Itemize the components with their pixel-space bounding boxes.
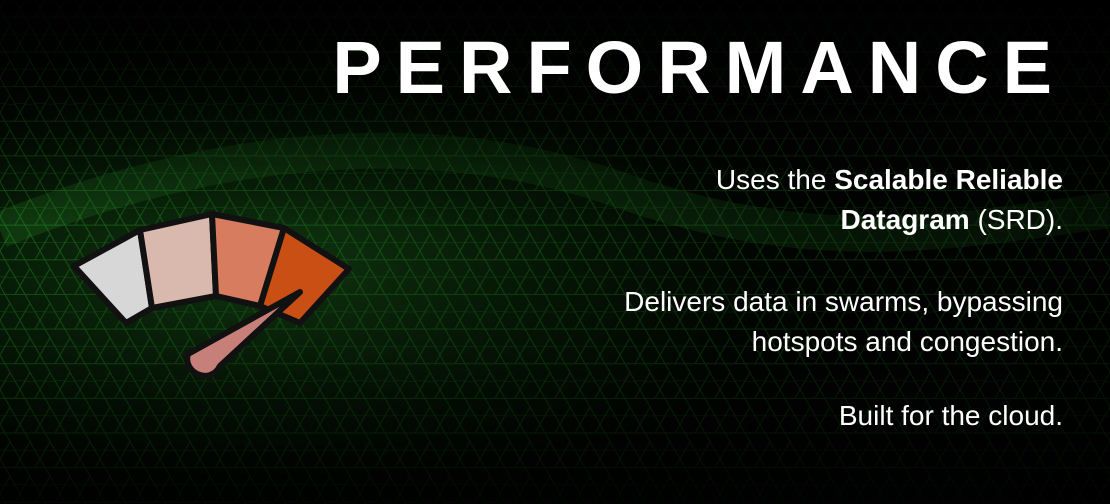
speedometer-icon (71, 211, 352, 379)
srd-suffix: (SRD). (969, 204, 1063, 235)
srd-prefix: Uses the (715, 164, 835, 195)
gauge-segment-2 (137, 211, 219, 311)
cloud-point: Built for the cloud. (838, 400, 1063, 431)
swarm-line-2: hotspots and congestion. (751, 326, 1063, 357)
page-title: PERFORMANCE (332, 26, 1066, 109)
srd-name-part-1: Scalable Reliable (834, 164, 1063, 195)
srd-name-part-2: Datagram (840, 204, 970, 235)
swarm-point: Delivers data in swarms, bypassing hotspo… (503, 282, 1063, 362)
gauge-needle (184, 289, 303, 379)
swarm-line-1: Delivers data in swarms, bypassing (624, 286, 1063, 317)
